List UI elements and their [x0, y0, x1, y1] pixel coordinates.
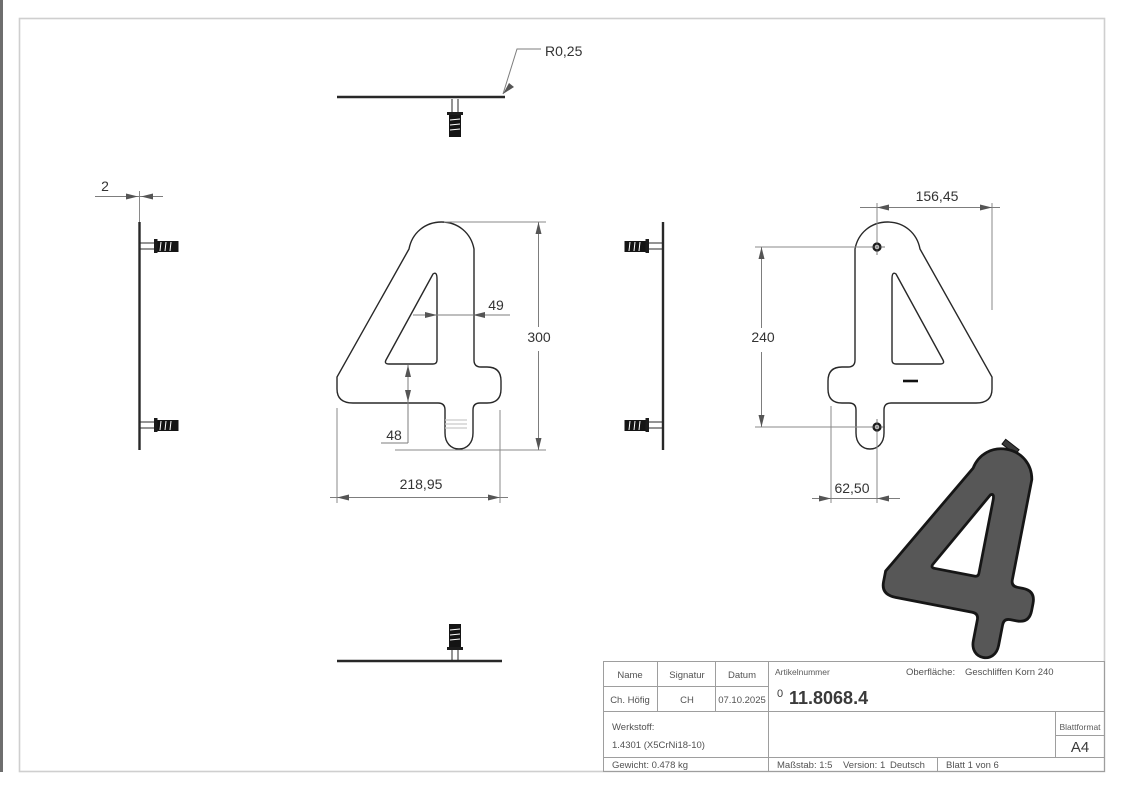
dim-radius: R0,25 [502, 43, 583, 95]
dim-thickness: 2 [95, 178, 163, 200]
language-value: Deutsch [890, 760, 925, 771]
stem-width-label: 49 [488, 297, 504, 313]
hole-top-offset-label: 156,45 [916, 188, 959, 204]
sheet-border-frame [18, 17, 1106, 773]
side-right-stud-top [624, 239, 663, 253]
signature-header: Signatur [669, 670, 704, 681]
bottom-view-stud [447, 624, 463, 660]
side-right-stud-bottom [624, 418, 663, 432]
dim-width: 218,95 [330, 408, 508, 503]
bottom-view [337, 624, 502, 663]
side-left-stud-bottom [140, 418, 179, 432]
article-number: 11.8068.4 [789, 688, 868, 708]
front-view: 49 300 48 218,95 [330, 221, 551, 503]
thickness-label: 2 [101, 178, 109, 194]
top-view-stud [447, 99, 463, 137]
dim-hole-top-offset: 156,45 [860, 188, 1000, 310]
dim-hole-spacing: 240 [751, 246, 871, 428]
front-engraving-mark [445, 419, 467, 429]
hole-spacing-label: 240 [751, 329, 775, 345]
article-number-prefix: 0 [777, 688, 783, 700]
scale-value: Maßstab: 1:5 [777, 760, 832, 771]
material-value: 1.4301 (X5CrNi18-10) [612, 740, 705, 751]
width-label: 218,95 [400, 476, 443, 492]
dim-bar-height: 48 [381, 365, 411, 444]
height-label: 300 [527, 329, 551, 345]
numeral-4-mirrored-outline [827, 221, 993, 450]
radius-arrow [503, 83, 514, 94]
numeral-4-shaded [871, 429, 1063, 667]
side-left-stud-top [140, 239, 179, 253]
surface-label: Oberfläche: [906, 667, 955, 678]
name-header: Name [617, 670, 642, 681]
dim-stem-width: 49 [413, 297, 510, 318]
sheet-format-label: Blattformat [1059, 722, 1101, 732]
article-number-label: Artikelnummer [775, 667, 830, 677]
date-header: Datum [728, 670, 756, 681]
top-view: R0,25 [337, 43, 583, 137]
numeral-4-outline [336, 221, 502, 450]
material-label: Werkstoff: [612, 722, 654, 733]
dim-height: 300 [395, 221, 551, 451]
version-value: Version: 1 [843, 760, 885, 771]
sheet-format-value: A4 [1071, 739, 1089, 756]
sheet-number: Blatt 1 von 6 [946, 760, 999, 771]
side-view-right [624, 222, 665, 450]
iso-view [871, 429, 1063, 667]
surface-value: Geschliffen Korn 240 [965, 667, 1054, 678]
author-name: Ch. Höfig [610, 695, 650, 706]
drawing-date: 07.10.2025 [718, 695, 766, 706]
weight-value: Gewicht: 0.478 kg [612, 760, 688, 771]
hole-bottom-offset-label: 62,50 [834, 480, 869, 496]
dim-hole-bottom-offset: 62,50 [812, 406, 900, 503]
author-signature: CH [680, 695, 694, 706]
page-left-edge [0, 0, 3, 772]
title-block: Name Signatur Datum Ch. Höfig CH 07.10.2… [603, 661, 1105, 772]
side-view-left: 2 [95, 178, 179, 450]
radius-label: R0,25 [545, 43, 583, 59]
back-view: 156,45 240 62,50 [751, 188, 1000, 503]
bar-height-label: 48 [386, 427, 402, 443]
